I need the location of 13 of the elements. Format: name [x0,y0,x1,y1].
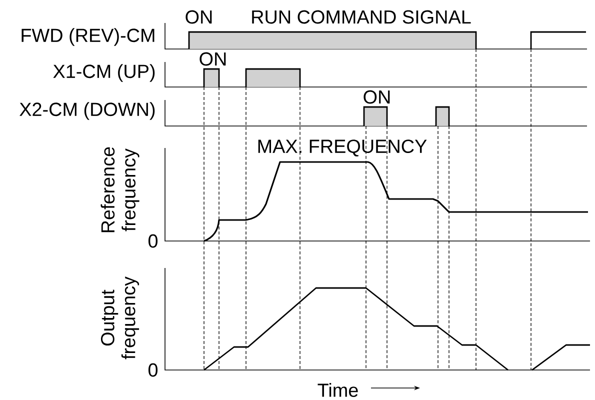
signal-label: X1-CM (UP) [53,64,155,82]
state-label: ON [364,90,390,104]
state-label: ON [200,52,226,66]
axis-label: Output frequency [100,276,140,360]
axis-tick-label: 0 [148,363,158,377]
signal-label: X2-CM (DOWN) [20,102,155,120]
state-label: ON [186,10,212,24]
axis-label: Reference frequency [100,147,140,232]
axis-label: Time [318,383,358,397]
signal-title: RUN COMMAND SIGNAL [252,10,471,24]
curve-label: MAX. FREQUENCY [258,140,427,156]
axis-tick-label: 0 [148,234,158,248]
signal-label: FWD (REV)-CM [22,28,154,46]
